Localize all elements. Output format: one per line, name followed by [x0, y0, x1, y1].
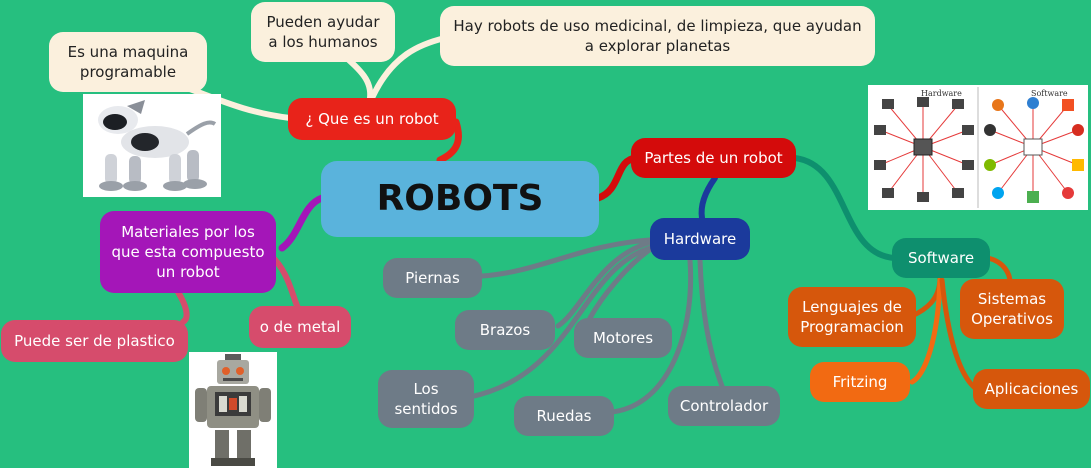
- image-label-hardware: Hardware: [921, 89, 962, 98]
- link-software-to-aplicaciones: [939, 277, 978, 391]
- tin-robot-image: [189, 352, 277, 468]
- link-software-to-fritzing: [909, 277, 943, 385]
- image-label-software: Software: [1031, 89, 1068, 98]
- node-que-es-un-robot[interactable]: ¿ Que es un robot: [288, 98, 456, 140]
- robot-dog-image: [83, 94, 221, 197]
- node-brazos[interactable]: Brazos: [455, 310, 555, 350]
- link-partes-to-hardware: [698, 175, 718, 221]
- link-hardware-to-motores: [587, 243, 658, 321]
- computer-diagram-icon: Hardware Software: [874, 87, 1084, 208]
- hardware-software-image: Hardware Software: [868, 85, 1088, 210]
- link-hardware-to-controlador: [697, 257, 725, 389]
- node-fritzing[interactable]: Fritzing: [810, 362, 910, 402]
- node-programable[interactable]: Es una maquina programable: [49, 32, 207, 92]
- node-materiales[interactable]: Materiales por los que esta compuesto un…: [100, 211, 276, 293]
- robot-dog-icon: [98, 100, 217, 191]
- node-ayudar[interactable]: Pueden ayudar a los humanos: [251, 2, 395, 62]
- node-controlador[interactable]: Controlador: [668, 386, 780, 426]
- node-plastico[interactable]: Puede ser de plastico: [1, 320, 188, 362]
- link-que-es-to-medicinal: [369, 35, 448, 101]
- link-hardware-to-piernas: [479, 237, 653, 279]
- node-sistemas[interactable]: Sistemas Operativos: [960, 279, 1064, 339]
- link-center-to-materiales: [278, 194, 326, 252]
- node-sentidos[interactable]: Los sentidos: [378, 370, 474, 428]
- node-hardware[interactable]: Hardware: [650, 218, 750, 260]
- link-center-to-que-es: [436, 118, 462, 164]
- link-hardware-to-sentidos: [467, 245, 653, 400]
- link-hardware-to-brazos: [555, 239, 655, 329]
- node-ruedas[interactable]: Ruedas: [514, 396, 614, 436]
- node-piernas[interactable]: Piernas: [383, 258, 482, 298]
- tin-robot-icon: [195, 354, 271, 466]
- node-partes-de-un-robot[interactable]: Partes de un robot: [631, 138, 796, 178]
- node-medicinal[interactable]: Hay robots de uso medicinal, de limpieza…: [440, 6, 875, 66]
- node-aplicaciones[interactable]: Aplicaciones: [973, 369, 1090, 409]
- node-motores[interactable]: Motores: [574, 318, 672, 358]
- link-materiales-to-plastico: [175, 289, 190, 325]
- link-partes-to-software: [792, 155, 898, 261]
- node-robots-center[interactable]: ROBOTS: [321, 161, 599, 237]
- link-hardware-to-ruedas: [609, 257, 694, 415]
- node-metal[interactable]: o de metal: [249, 306, 351, 348]
- node-lenguajes[interactable]: Lenguajes de Programacion: [788, 287, 916, 347]
- node-software[interactable]: Software: [892, 238, 990, 278]
- link-center-to-partes: [594, 154, 640, 202]
